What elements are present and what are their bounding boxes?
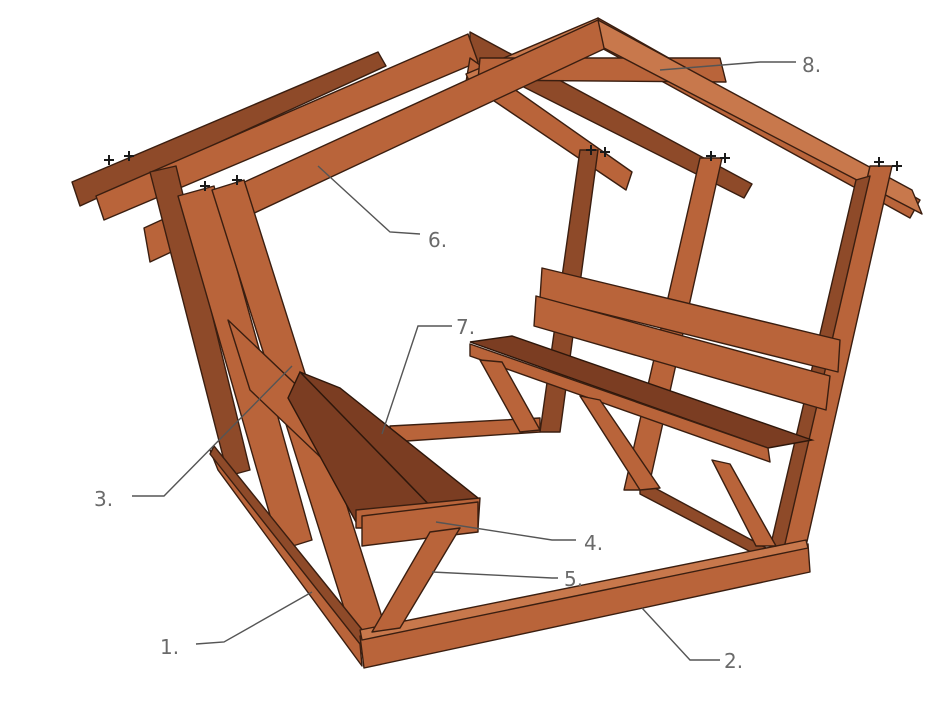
leader-6 — [317, 165, 421, 235]
callout-1: 1. — [160, 635, 179, 659]
leader-4 — [435, 521, 576, 541]
callout-4: 4. — [584, 531, 603, 555]
leader-lines — [132, 61, 796, 661]
callout-labels: 8. 6. 7. 3. 4. 5. 1. 2. — [94, 53, 821, 673]
callout-6: 6. — [428, 228, 447, 252]
leader-7 — [381, 325, 452, 435]
callout-8: 8. — [802, 53, 821, 77]
leader-3 — [132, 365, 293, 497]
roof — [71, 17, 923, 263]
callout-5: 5. — [564, 567, 583, 591]
callout-7: 7. — [456, 315, 475, 339]
callout-2: 2. — [724, 649, 743, 673]
leader-1 — [195, 591, 313, 645]
floor-frame — [209, 417, 811, 669]
callout-3: 3. — [94, 487, 113, 511]
leader-5 — [431, 571, 558, 579]
left-bench — [227, 319, 481, 633]
right-bench — [469, 267, 841, 547]
post-top-markers — [104, 145, 902, 191]
leader-2 — [641, 607, 720, 661]
leader-8 — [659, 61, 796, 71]
